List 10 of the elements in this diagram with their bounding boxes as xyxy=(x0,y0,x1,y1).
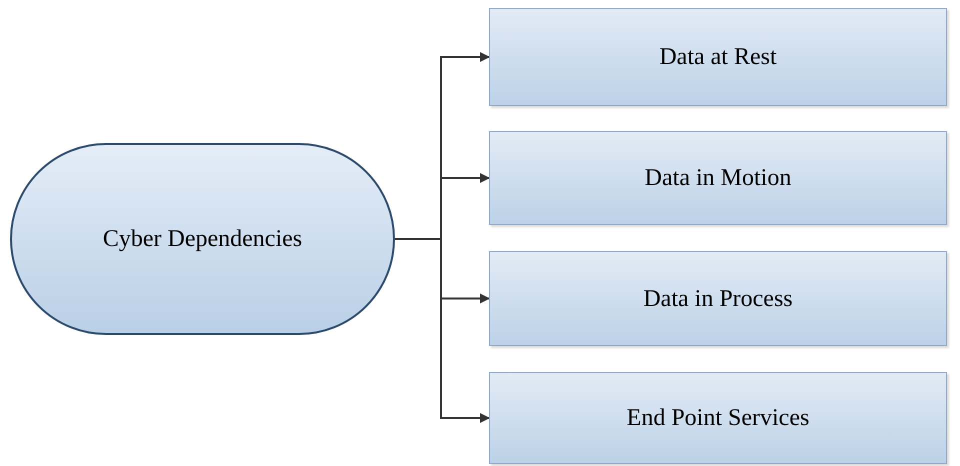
node-label: Cyber Dependencies xyxy=(102,225,302,254)
node-label: End Point Services xyxy=(626,404,810,433)
node-label: Data at Rest xyxy=(659,43,777,72)
process-box xyxy=(489,8,947,106)
node-label: Data in Process xyxy=(643,284,793,314)
node-label: Data in Motion xyxy=(644,164,792,193)
connector-arrow xyxy=(395,238,490,423)
process-box xyxy=(489,251,947,346)
process-box xyxy=(489,131,947,225)
process-box xyxy=(489,372,947,464)
